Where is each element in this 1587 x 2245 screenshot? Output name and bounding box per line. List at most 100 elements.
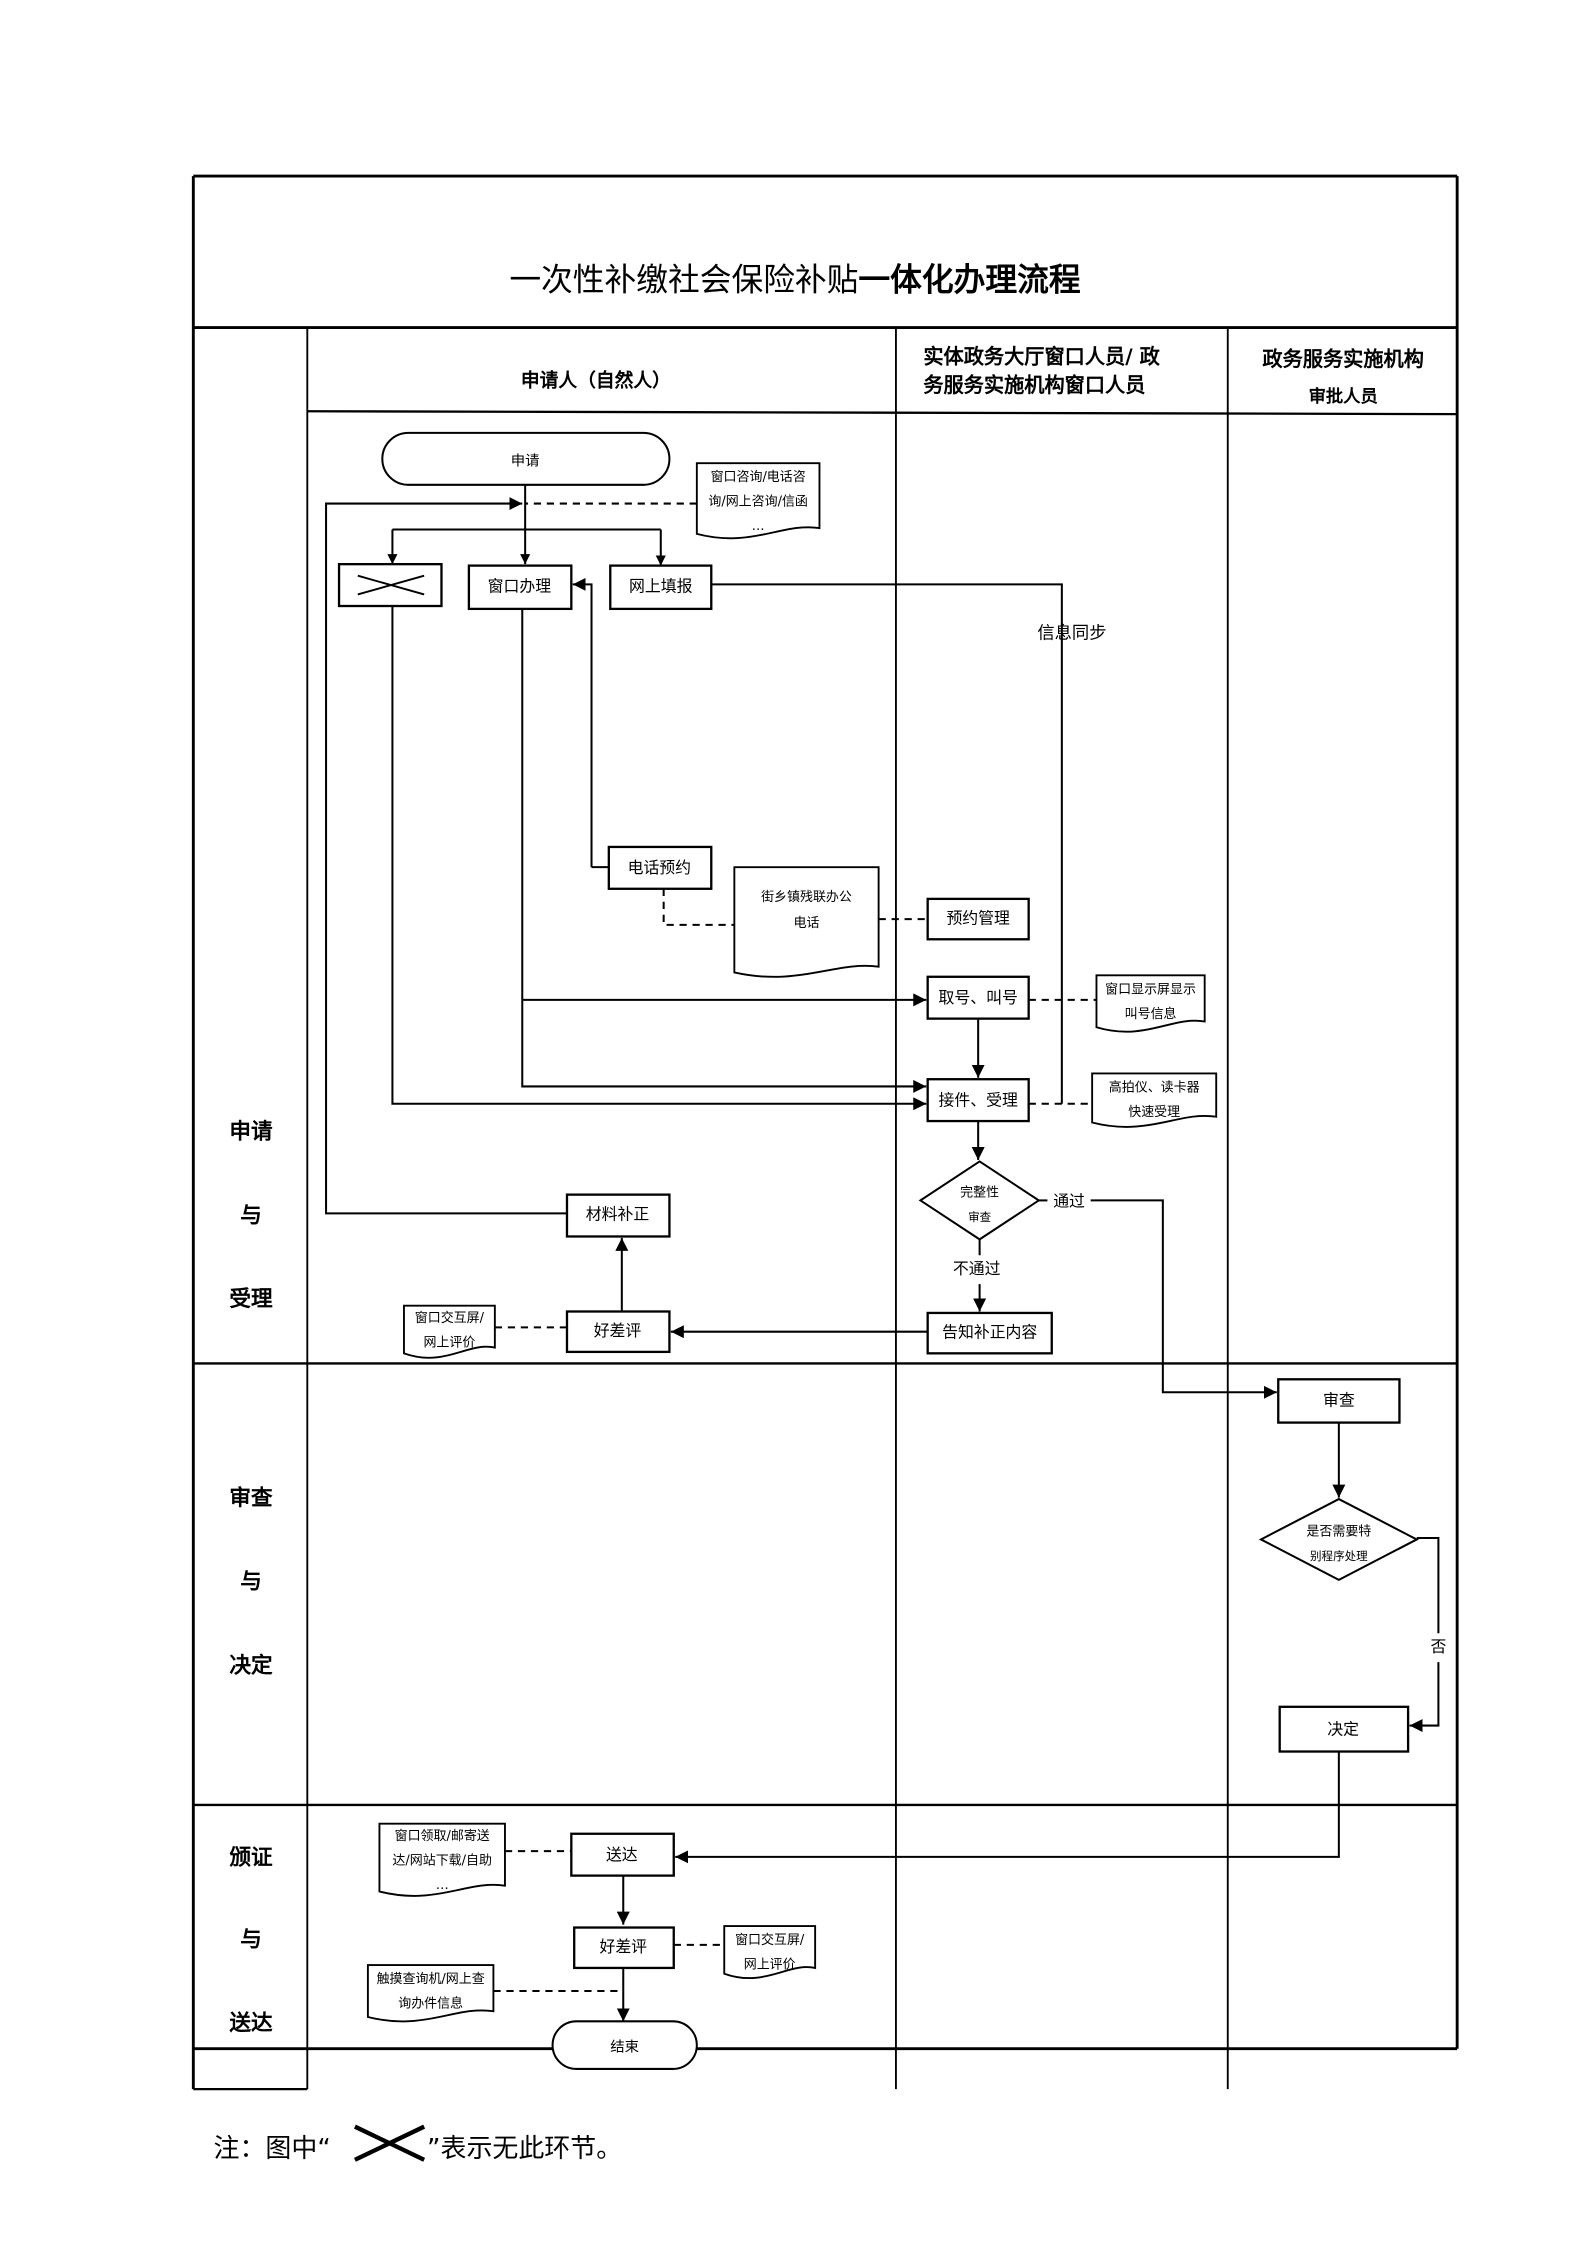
lane-header-approver: 审批人员 — [1309, 386, 1378, 407]
accept-label: 接件、受理 — [939, 1090, 1018, 1109]
start-apply-label: 申请 — [511, 453, 540, 470]
swimlane-grid — [191, 174, 1459, 2091]
doc-query-text: 触摸查询机/网上查 — [377, 1972, 485, 1987]
info-sync-label: 信息同步 — [1037, 623, 1106, 643]
lane-header-window-staff: 务服务实施机构窗口人员 — [923, 373, 1145, 397]
lane-header-window-staff: 实体政务大厅窗口人员/ 政 — [923, 344, 1160, 368]
window-handle-box[interactable] — [467, 564, 573, 611]
phase-label: 申请 — [229, 1119, 273, 1145]
notify-box[interactable] — [926, 1311, 1053, 1355]
rating2-box[interactable] — [573, 1926, 675, 1970]
end-terminator[interactable] — [551, 2020, 698, 2070]
fail-label: 不通过 — [953, 1259, 1001, 1278]
arrow-supplement-loop — [325, 497, 567, 1215]
phone-appointment-label: 电话预约 — [628, 858, 691, 877]
completeness-check-label: 审查 — [968, 1210, 992, 1224]
appointment-mgmt-label: 预约管理 — [946, 909, 1010, 928]
doc-eval2 — [723, 1925, 817, 1979]
queue-label: 取号、叫号 — [939, 988, 1018, 1007]
doc-consult-text: … — [752, 519, 765, 534]
end-label: 结束 — [610, 2038, 639, 2055]
dashed-phone-office — [662, 888, 735, 926]
special-procedure-label: 别程序处理 — [1310, 1549, 1368, 1563]
completeness-check-diamond[interactable] — [918, 1160, 1041, 1241]
doc-query-text: 询办件信息 — [398, 1996, 463, 2012]
doc-eval1 — [403, 1304, 496, 1359]
phase-label: 决定 — [229, 1652, 273, 1678]
no-line — [1416, 1536, 1440, 1634]
accept-box[interactable] — [926, 1078, 1030, 1123]
title-normal: 一次性补缴社会保险补贴 — [509, 262, 858, 298]
arrow-decide-to-deliver — [675, 1751, 1340, 1864]
doc-consult — [695, 462, 821, 540]
doc-screen-text: 窗口显示屏显示 — [1105, 981, 1196, 997]
doc-eval2-text: 网上评价 — [744, 1958, 796, 1973]
pass-label: 通过 — [1053, 1191, 1085, 1210]
doc-eval2-text: 窗口交互屏/ — [735, 1932, 805, 1948]
lane-header-approver: 政务服务实施机构 — [1262, 347, 1424, 371]
supplement-box[interactable] — [565, 1193, 671, 1238]
doc-consult-text: 询/网上咨询/信函 — [708, 495, 808, 510]
phase-label: 受理 — [229, 1286, 273, 1312]
appointment-mgmt-box[interactable] — [926, 897, 1030, 941]
x-cross-icon — [353, 2124, 426, 2162]
doc-delivery-text: 达/网站下载/自助 — [392, 1854, 492, 1869]
no-label: 否 — [1430, 1637, 1446, 1656]
doc-phone-office-text: 街乡镇残联办公 — [761, 890, 852, 905]
doc-screen — [1095, 974, 1206, 1033]
phase-label: 与 — [240, 1570, 262, 1595]
phase-label: 审查 — [229, 1485, 273, 1511]
title-bold: 一体化办理流程 — [858, 262, 1080, 298]
phone-appointment-box[interactable] — [607, 845, 713, 890]
doc-eval1-text: 窗口交互屏/ — [415, 1310, 485, 1326]
notify-label: 告知补正内容 — [942, 1323, 1037, 1342]
rating1-label: 好差评 — [594, 1321, 642, 1340]
doc-scanner — [1091, 1072, 1218, 1128]
x-cross-icon — [357, 574, 425, 596]
doc-consult-text: 窗口咨询/电话咨 — [711, 469, 806, 485]
shapes — [337, 431, 1419, 2070]
queue-box[interactable] — [926, 975, 1030, 1020]
note-prefix: 注：图中“ — [214, 2134, 331, 2164]
arrow-none-to-accept — [391, 606, 927, 1111]
deliver-label: 送达 — [606, 1845, 638, 1864]
online-fill-label: 网上填报 — [629, 577, 693, 596]
rating2-label: 好差评 — [599, 1937, 647, 1956]
doc-query — [366, 1964, 495, 2023]
phase-label: 与 — [240, 1203, 262, 1228]
decide-label: 决定 — [1327, 1719, 1359, 1738]
doc-delivery-text: … — [436, 1878, 449, 1893]
review-box[interactable] — [1277, 1378, 1401, 1424]
phase-label: 颁证 — [229, 1845, 273, 1870]
connectors — [325, 484, 1440, 2022]
doc-scanner-text: 高拍仪、读卡器 — [1109, 1079, 1200, 1095]
online-fill-box[interactable] — [609, 564, 713, 611]
note-suffix: ”表示无此环节。 — [427, 2134, 622, 2164]
doc-phone-office — [733, 866, 880, 978]
start-apply[interactable] — [381, 431, 671, 486]
arrow-window-to-accept — [521, 608, 927, 1093]
decide-box[interactable] — [1278, 1705, 1410, 1753]
arrow-no-to-decide — [1409, 1662, 1440, 1733]
phase-label: 送达 — [229, 2010, 273, 2036]
page-title: 一次性补缴社会保险补贴一体化办理流程 — [509, 262, 1081, 298]
window-handle-label: 窗口办理 — [488, 577, 552, 596]
doc-delivery-text: 窗口领取/邮寄送 — [395, 1828, 490, 1844]
doc-phone-office-text: 电话 — [794, 916, 820, 931]
doc-delivery — [378, 1822, 506, 1897]
rating1-box[interactable] — [565, 1310, 671, 1354]
special-procedure-label: 是否需要特 — [1306, 1525, 1371, 1540]
deliver-box[interactable] — [570, 1832, 675, 1877]
doc-eval1-text: 网上评价 — [423, 1336, 475, 1351]
lane-header-divider — [307, 410, 1458, 416]
completeness-check-label: 完整性 — [960, 1186, 999, 1201]
review-label: 审查 — [1323, 1390, 1355, 1409]
doc-scanner-text: 快速受理 — [1128, 1105, 1180, 1120]
arrow-pass-to-review — [1090, 1199, 1277, 1399]
supplement-label: 材料补正 — [586, 1204, 650, 1223]
lane-header-applicant: 申请人（自然人） — [521, 368, 671, 391]
special-procedure-diamond[interactable] — [1258, 1497, 1419, 1581]
info-sync-line — [711, 583, 1063, 1104]
